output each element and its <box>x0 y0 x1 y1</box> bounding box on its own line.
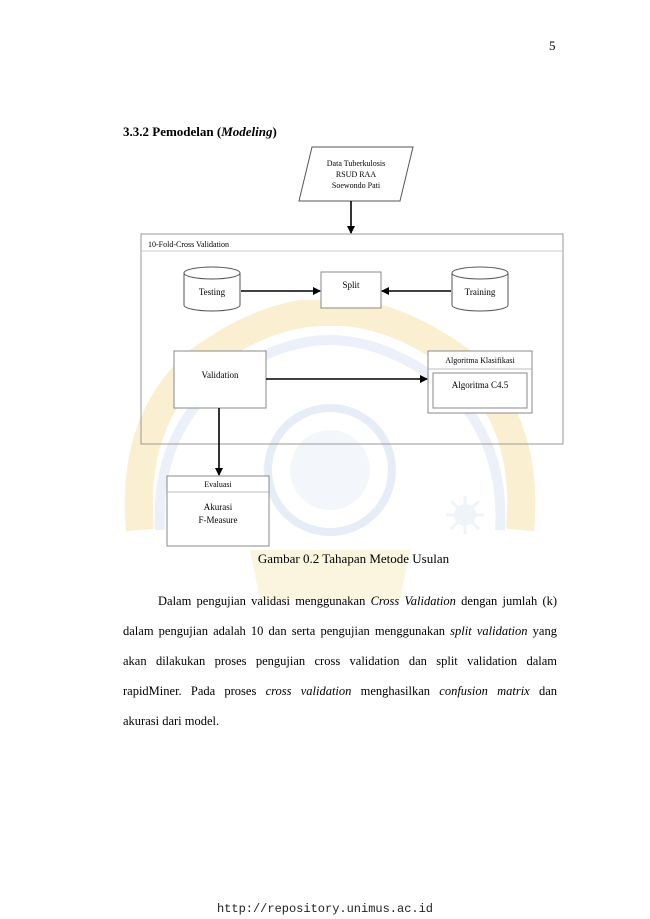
evaluation-title: Evaluasi <box>204 480 232 489</box>
section-heading-suffix: ) <box>272 124 277 139</box>
input-data-parallelogram <box>298 146 414 202</box>
paragraph-line-1: Dalam pengujian validasi menggunakan Cro… <box>123 594 557 609</box>
paragraph-line-4: rapidMiner. Pada proses cross validation… <box>123 684 557 699</box>
para-italic: Cross Validation <box>370 594 456 608</box>
page-number: 5 <box>549 38 556 53</box>
para-text: menghasilkan <box>351 684 440 698</box>
paragraph-line-2: dalam pengujian adalah 10 dan serta peng… <box>123 624 557 639</box>
section-heading: 3.3.2 Pemodelan (Modeling) <box>123 124 277 140</box>
para-text: dalam pengujian adalah 10 dan serta peng… <box>123 624 451 638</box>
cv-container <box>140 233 564 445</box>
paragraph-line-5: akurasi dari model. <box>123 714 220 728</box>
input-data-line-1: Data Tuberkulosis <box>326 159 386 168</box>
footer-repository-url[interactable]: http://repository.unimus.ac.id <box>216 902 434 916</box>
para-text: rapidMiner. Pada proses <box>123 684 266 698</box>
para-italic: confusion matrix <box>439 684 530 698</box>
validation-box <box>173 350 267 409</box>
para-text: dengan jumlah (k) <box>455 594 558 608</box>
para-text: dan <box>529 684 557 698</box>
training-cylinder <box>451 266 509 312</box>
para-text: yang <box>527 624 557 638</box>
para-italic: split validation <box>450 624 528 638</box>
section-heading-prefix: 3.3.2 Pemodelan ( <box>123 124 222 139</box>
cv-container-label: 10-Fold-Cross Validation <box>148 240 229 249</box>
algorithm-label: Algoritma C4.5 <box>451 380 509 390</box>
figure-caption: Gambar 0.2 Tahapan Metode Usulan <box>257 551 450 566</box>
section-heading-italic: Modeling <box>221 124 273 139</box>
evaluation-item-akurasi: Akurasi <box>203 502 233 512</box>
input-data-line-2: RSUD RAA <box>335 170 377 179</box>
validation-label: Validation <box>201 370 239 380</box>
testing-cylinder <box>183 266 241 312</box>
evaluation-box <box>166 475 270 547</box>
split-box <box>320 271 382 309</box>
testing-label: Testing <box>198 287 226 297</box>
algorithm-inner-box <box>432 372 528 409</box>
paragraph-line-3: akan dilakukan proses pengujian cross va… <box>123 654 557 668</box>
para-italic: cross validation <box>265 684 352 698</box>
split-label: Split <box>342 280 360 290</box>
algorithm-group-label: Algoritma Klasifikasi <box>445 356 515 365</box>
input-data-line-3: Soewondo Pati <box>331 181 381 190</box>
para-text: Dalam pengujian validasi menggunakan <box>158 594 371 608</box>
training-label: Training <box>464 287 496 297</box>
evaluation-item-fmeasure: F-Measure <box>198 515 238 525</box>
